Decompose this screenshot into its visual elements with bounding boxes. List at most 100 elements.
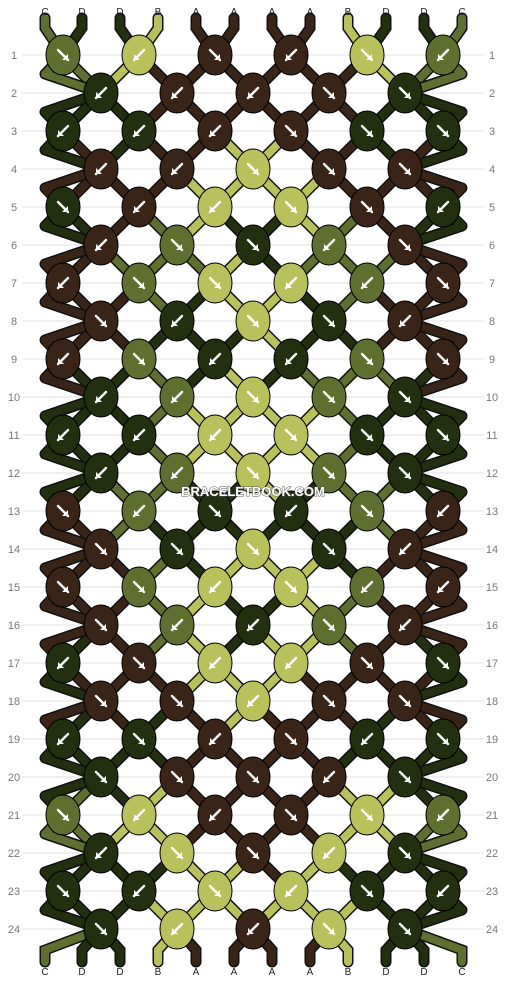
arrow-head-icon: [366, 130, 372, 136]
knot: [159, 376, 195, 418]
watermark-text: BRACELETBOOK.COM: [181, 484, 325, 499]
knot: [311, 908, 347, 950]
knot: [311, 604, 347, 646]
arrow-head-icon: [252, 244, 258, 250]
string-label-top: B: [155, 7, 162, 18]
arrow-head-icon: [438, 890, 444, 896]
knot: [387, 528, 423, 570]
knot: [425, 186, 461, 228]
arrow-head-icon: [210, 358, 216, 364]
knot: [349, 186, 385, 228]
knot: [159, 756, 195, 798]
row-label-right: 7: [489, 278, 495, 290]
arrow-head-icon: [172, 928, 178, 934]
arrow-head-icon: [404, 472, 410, 478]
knot: [349, 110, 385, 152]
knot: [159, 72, 195, 114]
arrow-head-icon: [176, 776, 182, 782]
arrow-head-icon: [214, 510, 220, 516]
knot: [121, 338, 157, 380]
knot: [121, 794, 157, 836]
knot: [273, 110, 309, 152]
arrow-head-icon: [210, 434, 216, 440]
knot: [83, 756, 119, 798]
knot: [45, 34, 81, 76]
knot: [235, 908, 271, 950]
knot: [197, 794, 233, 836]
row-label-right: 17: [486, 658, 498, 670]
arrow-head-icon: [252, 472, 258, 478]
arrow-head-icon: [96, 472, 102, 478]
arrow-head-icon: [366, 358, 372, 364]
knot: [45, 110, 81, 152]
knot: [159, 908, 195, 950]
arrow-head-icon: [324, 852, 330, 858]
knot: [235, 224, 271, 266]
arrow-head-icon: [100, 700, 106, 706]
arrow-head-icon: [248, 92, 254, 98]
arrow-head-icon: [100, 320, 106, 326]
row-label-right: 2: [489, 88, 495, 100]
knot: [45, 186, 81, 228]
arrow-head-icon: [252, 396, 258, 402]
arrow-head-icon: [214, 54, 220, 60]
arrow-head-icon: [252, 320, 258, 326]
knot: [311, 452, 347, 494]
row-label-left: 9: [11, 354, 17, 366]
knot: [311, 528, 347, 570]
knot: [121, 34, 157, 76]
row-label-right: 18: [486, 696, 498, 708]
knot: [235, 604, 271, 646]
knot: [311, 680, 347, 722]
arrow-head-icon: [366, 890, 372, 896]
knot: [159, 604, 195, 646]
arrow-head-icon: [404, 700, 410, 706]
row-label-right: 22: [486, 848, 498, 860]
row-label-right: 6: [489, 240, 495, 252]
knot: [45, 490, 81, 532]
knot: [349, 642, 385, 684]
string-label-top: C: [458, 7, 465, 18]
knot: [121, 110, 157, 152]
row-label-left: 14: [8, 544, 20, 556]
knot: [121, 718, 157, 760]
knot: [235, 300, 271, 342]
knot: [349, 566, 385, 608]
string-label-bottom: A: [231, 967, 238, 978]
arrow-head-icon: [210, 814, 216, 820]
arrow-head-icon: [172, 320, 178, 326]
arrow-head-icon: [328, 700, 334, 706]
knot: [273, 262, 309, 304]
knot: [387, 452, 423, 494]
string-label-top: D: [78, 7, 85, 18]
row-label-right: 9: [489, 354, 495, 366]
arrow-head-icon: [100, 624, 106, 630]
row-label-left: 19: [8, 734, 20, 746]
arrow-head-icon: [324, 776, 330, 782]
arrow-head-icon: [210, 586, 216, 592]
knot: [387, 756, 423, 798]
knot: [273, 642, 309, 684]
arrow-head-icon: [290, 434, 296, 440]
row-label-left: 4: [11, 164, 17, 176]
row-label-left: 1: [11, 50, 17, 62]
arrow-head-icon: [438, 54, 444, 60]
arrow-head-icon: [210, 206, 216, 212]
string-label-top: A: [231, 7, 238, 18]
knot: [349, 718, 385, 760]
arrow-head-icon: [286, 358, 292, 364]
arrow-head-icon: [442, 434, 448, 440]
knot: [197, 642, 233, 684]
knot: [159, 452, 195, 494]
arrow-head-icon: [252, 852, 258, 858]
knot: [235, 756, 271, 798]
knot: [159, 528, 195, 570]
string-label-bottom: D: [78, 967, 85, 978]
arrow-head-icon: [328, 168, 334, 174]
knot: [425, 870, 461, 912]
knot: [425, 566, 461, 608]
row-label-right: 13: [486, 506, 498, 518]
knot: [235, 832, 271, 874]
arrow-head-icon: [210, 130, 216, 136]
row-label-right: 10: [486, 392, 498, 404]
